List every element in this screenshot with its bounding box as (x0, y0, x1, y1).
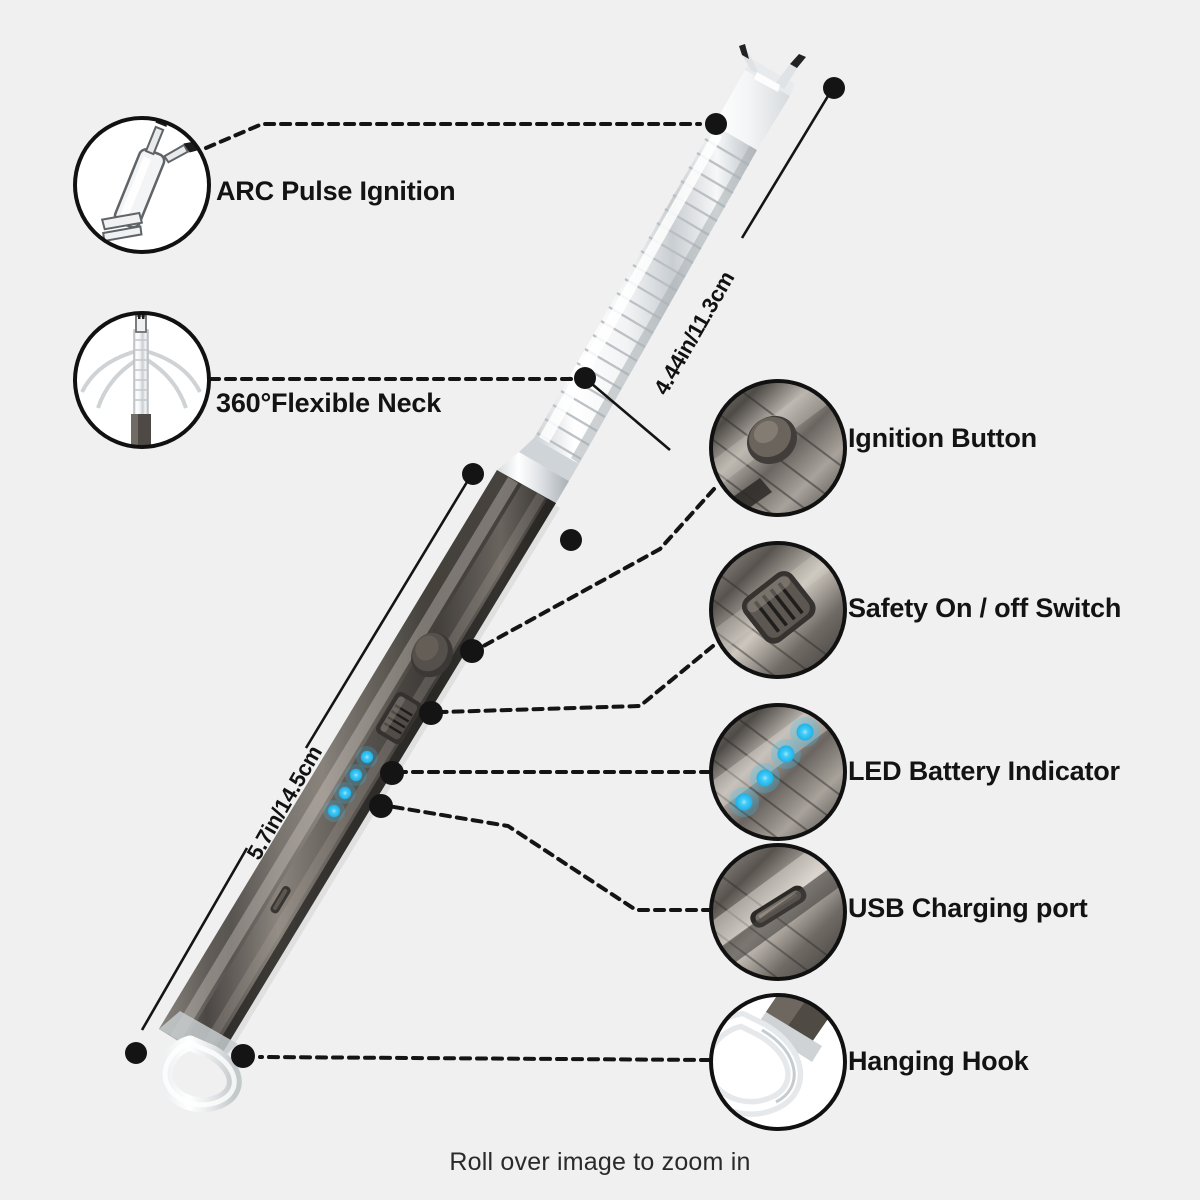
inset-hanging-hook (709, 993, 847, 1131)
inset-ignition-button (709, 379, 847, 517)
callout-label-flexible-neck: 360°Flexible Neck (216, 388, 442, 418)
leader-usb (386, 804, 714, 912)
leader-safety (441, 644, 715, 714)
leader-ignition (476, 487, 716, 651)
zoom-hint-caption: Roll over image to zoom in (449, 1148, 751, 1176)
callout-label-usb-charging-port: USB Charging port (848, 893, 1088, 923)
leader-hook (258, 1055, 712, 1062)
anchor-arc (705, 113, 727, 135)
dimension-body (125, 463, 484, 1064)
inset-safety-switch (709, 541, 847, 679)
safety-switch[interactable] (374, 690, 424, 747)
led-battery-indicator (323, 746, 378, 822)
dimension-lines (125, 77, 845, 1064)
leader-arc (204, 122, 702, 150)
anchor-hook (231, 1044, 255, 1068)
leader-lines (204, 122, 716, 1062)
inset-flexible-neck (73, 311, 211, 449)
switch-ribs (383, 704, 413, 735)
inset-led-dots (729, 717, 820, 817)
callout-label-arc-pulse-ignition: ARC Pulse Ignition (216, 176, 456, 206)
inset-arc-pulse-ignition (73, 116, 211, 254)
anchor-usb (369, 794, 393, 818)
leader-anchor-dots (231, 113, 727, 1068)
anchor-safety (419, 701, 443, 725)
body-collar (497, 438, 579, 503)
arc-ignition-tip (714, 44, 806, 150)
callout-label-hanging-hook: Hanging Hook (848, 1046, 1029, 1076)
callout-label-safety-switch: Safety On / off Switch (848, 593, 1122, 623)
anchor-ignition (460, 639, 484, 663)
callout-label-ignition-button: Ignition Button (848, 423, 1037, 453)
ignition-button[interactable] (403, 625, 461, 685)
usb-charging-port (270, 886, 291, 914)
anchor-led (380, 761, 404, 785)
dimension-neck (560, 77, 845, 551)
hanging-hook (157, 1011, 242, 1113)
callout-label-led-battery-indicator: LED Battery Indicator (848, 756, 1120, 786)
